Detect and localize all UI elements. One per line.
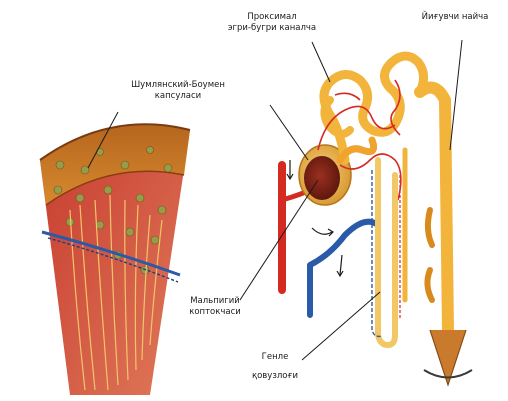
label-proximal-line2: эгри-бугри каналча — [212, 23, 332, 34]
label-capsule-line2: капсуласи — [118, 91, 238, 102]
kidney-wedge — [40, 124, 190, 395]
nephron — [282, 56, 472, 385]
label-capsule-line1: Шумлянский-Боумен — [118, 80, 238, 91]
leader-henle — [302, 292, 380, 360]
label-henle-line2: қовузлоғи — [240, 371, 310, 382]
label-henle-loop: Генле қовузлоғи — [240, 352, 310, 382]
loop-of-henle — [378, 160, 395, 345]
label-proximal-tubule: Проксимал эгри-бугри каналча — [212, 12, 332, 34]
collecting-duct — [420, 88, 448, 331]
label-proximal-line1: Проксимал — [212, 12, 332, 23]
label-glomerulus-line2: коптокчаси — [180, 307, 250, 318]
label-collecting-duct-text: Йиғувчи найча — [410, 12, 500, 23]
label-henle-line1: Генле — [240, 352, 310, 363]
vein — [310, 222, 378, 315]
leader-collecting-duct — [450, 40, 462, 150]
label-bowman-capsule: Шумлянский-Боумен капсуласи — [118, 80, 238, 102]
label-glomerulus-line1: Мальпигий — [180, 296, 250, 307]
leader-proximal — [312, 42, 330, 82]
label-glomerulus: Мальпигий коптокчаси — [180, 296, 250, 318]
leader-capsule — [270, 105, 308, 160]
label-collecting-duct: Йиғувчи найча — [410, 12, 500, 23]
